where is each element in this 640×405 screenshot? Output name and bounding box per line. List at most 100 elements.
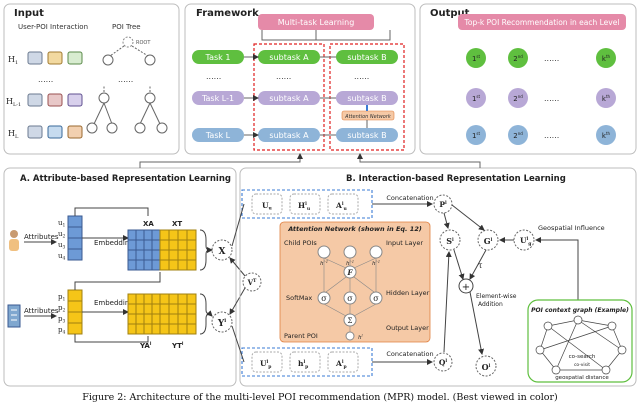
- context-graph-nodes: [535, 315, 627, 375]
- output-row-1: [466, 48, 616, 68]
- child-node-2: [343, 245, 357, 259]
- poi-p2: p2: [58, 304, 65, 314]
- v-node: [242, 272, 262, 292]
- output-row-2: [466, 88, 616, 108]
- hl-interaction-icons: [27, 125, 83, 139]
- elementwise-label-1: Element-wise: [476, 293, 517, 300]
- elementwise-label-2: Addition: [478, 301, 503, 308]
- task-l1-subtask-b: [336, 91, 398, 105]
- sigma-label-2: σ: [347, 294, 353, 303]
- x-node: [211, 239, 233, 261]
- q-node: [433, 352, 453, 372]
- y-node: [211, 311, 233, 333]
- attention-network-title: Attention Network (shown in Eq. 12): [287, 225, 422, 233]
- rank-k-row3: kth: [602, 131, 611, 140]
- attention-edges: [323, 257, 377, 332]
- rank-1-row3: 1st: [472, 131, 481, 140]
- rank-2-row2: 2nd: [513, 94, 523, 103]
- plus-label: +: [462, 282, 470, 293]
- cosearch-label: co-search: [569, 354, 596, 360]
- attention-network-tag-label: Attention Network: [344, 114, 392, 120]
- output-banner-label: Top-k POI Recommendation in each Level: [464, 18, 620, 27]
- xt-label: XT: [172, 220, 182, 228]
- h1-child-label: hl-1: [320, 260, 328, 267]
- figure-caption: Figure 2: Architecture of the multi-leve…: [82, 392, 558, 403]
- task-1-subtask-a-label: subtask A: [269, 53, 309, 62]
- user-u3: u3: [58, 241, 66, 251]
- hidden-layer-label: Hidden Layer: [386, 289, 430, 297]
- task-1-label: Task 1: [205, 53, 231, 62]
- output-row-3: [466, 125, 616, 145]
- concat-top-label: Concatenation: [386, 194, 433, 202]
- rank-k-row1: kth: [602, 54, 611, 63]
- framework-title: Framework: [196, 8, 259, 19]
- ya-label: YAl: [139, 341, 152, 350]
- hl-label: HL: [8, 129, 19, 140]
- h1-tree: [102, 45, 156, 66]
- task-l-label: Task L: [205, 131, 231, 140]
- output-dots-3: ......: [544, 131, 559, 140]
- input-dots-right: ......: [118, 75, 133, 84]
- tree-root-node: [122, 36, 134, 48]
- hl1-label: HL-1: [6, 97, 21, 108]
- s-node-label: Sl: [446, 236, 454, 246]
- hu-node: Hlu: [298, 201, 311, 212]
- framework-banner: [258, 14, 374, 30]
- uu-node: Uu: [262, 201, 273, 212]
- rank-1-row2: 1st: [472, 94, 481, 103]
- poi-p1: p1: [58, 293, 65, 303]
- output-dots-1: ......: [544, 54, 559, 63]
- task-l-subtask-b: [336, 128, 398, 142]
- rank-2-row3: 2nd: [513, 131, 523, 140]
- hl1-interaction-icons: [27, 93, 83, 107]
- rank-k-row2: kth: [602, 94, 611, 103]
- p-node: [433, 194, 453, 214]
- task-l-subtask-a: [258, 128, 320, 142]
- y-brace: [199, 293, 211, 335]
- hl-tree: [86, 102, 168, 134]
- xa-matrix: [127, 229, 161, 271]
- input-dots-left: ......: [38, 75, 53, 84]
- poi-context-graph-title: POI context graph (Example): [531, 307, 629, 314]
- poi-vector-group: [241, 347, 373, 377]
- geo-influence-label: Geospatial Influence: [538, 224, 605, 232]
- v-node-label: VT: [247, 278, 257, 287]
- framework-dots-3: ......: [354, 72, 369, 81]
- section-b-title: B. Interaction-based Representation Lear…: [346, 174, 566, 184]
- softmax-label: SoftMax: [286, 294, 312, 302]
- x-node-label: X: [219, 247, 226, 257]
- framework-banner-label: Multi-task Learning: [278, 18, 355, 27]
- task-l1-subtask-a: [258, 91, 320, 105]
- plus-node: [458, 278, 474, 294]
- p-node-label: Pl: [439, 200, 447, 209]
- child-node-3: [369, 245, 383, 259]
- task-l-subtask-a-label: subtask A: [269, 131, 309, 140]
- s-node: [439, 229, 461, 251]
- h1-interaction-icons: [27, 51, 83, 65]
- task-1-subtask-b-label: subtask B: [347, 53, 386, 62]
- subtask-b-group: [329, 43, 405, 151]
- task-l1-pill: [192, 91, 244, 105]
- hp-node: hlp: [298, 359, 308, 370]
- input-title: Input: [14, 8, 44, 19]
- user-embedding-label: Embedding: [94, 239, 134, 247]
- poi-p3: p3: [58, 315, 65, 325]
- output-banner: [458, 14, 626, 30]
- framework-dots-2: ......: [276, 72, 291, 81]
- subtask-a-group: [253, 43, 325, 151]
- task-l-subtask-b-label: subtask B: [347, 131, 386, 140]
- concat-bottom-label: Concatenation: [386, 350, 433, 358]
- poi-attributes-label: Attributes: [24, 307, 59, 315]
- upoi-label: User-POI Interaction: [18, 23, 88, 31]
- section-a-title: A. Attribute-based Representation Learni…: [20, 174, 231, 184]
- parent-node: [345, 331, 355, 341]
- sigma-label-3: σ: [373, 294, 379, 303]
- poi-embedding-matrix: [67, 289, 83, 335]
- ap-node: Alp: [335, 359, 347, 370]
- rank-1-row1: 1st: [472, 54, 481, 63]
- user-attributes-label: Attributes: [24, 233, 59, 241]
- user-vector-group: [241, 189, 373, 219]
- input-layer-label: Input Layer: [386, 239, 423, 247]
- covisit-label: co-visit: [574, 362, 590, 368]
- tree-root-label: ROOT: [136, 40, 151, 46]
